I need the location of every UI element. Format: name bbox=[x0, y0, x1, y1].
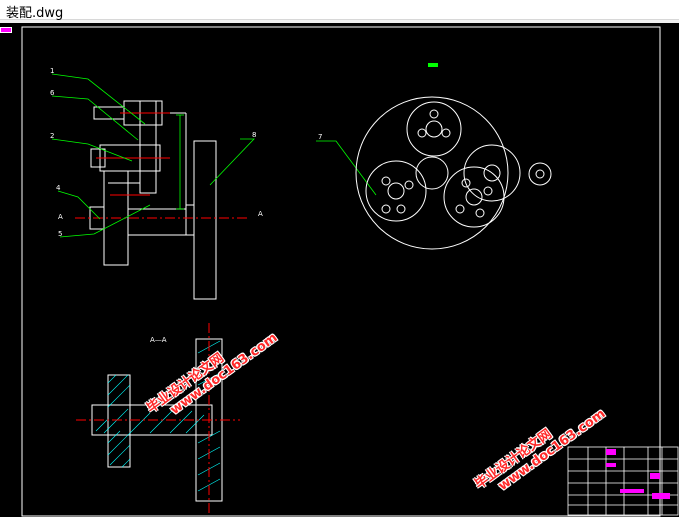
sun-gear bbox=[415, 156, 449, 190]
upper-shaft-stub bbox=[93, 106, 125, 120]
planet-gear-top bbox=[406, 101, 462, 157]
section-label: A—A bbox=[150, 336, 167, 344]
title-block bbox=[567, 446, 679, 516]
ring-gear-disc bbox=[193, 140, 217, 300]
section-hub bbox=[107, 374, 131, 468]
front-view bbox=[355, 96, 552, 250]
shaft-collar bbox=[185, 204, 195, 236]
leader-lines bbox=[51, 73, 377, 238]
callout-6: 6 bbox=[50, 89, 55, 97]
cut-label-right: A bbox=[258, 210, 263, 218]
callout-2: 2 bbox=[50, 132, 54, 140]
callout-1: 1 bbox=[50, 67, 54, 75]
drawing-canvas[interactable]: 1 6 2 4 5 8 7 A A bbox=[0, 23, 679, 517]
dimensions bbox=[176, 114, 184, 210]
small-gear bbox=[528, 162, 552, 186]
cad-drawing: 1 6 2 4 5 8 7 A A bbox=[21, 26, 679, 517]
title-bar: 装配.dwg bbox=[0, 0, 679, 21]
upper-carrier bbox=[139, 100, 157, 194]
output-shaft bbox=[127, 208, 187, 236]
ring-gear-outline bbox=[355, 96, 509, 250]
window-title: 装配.dwg bbox=[6, 6, 64, 21]
section-shaft bbox=[91, 404, 213, 436]
callout-7: 7 bbox=[318, 133, 322, 141]
cut-label-left: A bbox=[58, 213, 63, 221]
side-view bbox=[89, 100, 217, 300]
callout-labels: 1 6 2 4 5 8 7 A A bbox=[50, 67, 322, 238]
idler-gear bbox=[463, 144, 521, 202]
side-view-centerlines bbox=[75, 112, 250, 219]
planet-gear-left bbox=[365, 160, 427, 222]
callout-8: 8 bbox=[252, 131, 256, 139]
drawing-frame bbox=[21, 26, 661, 517]
view-marker bbox=[428, 63, 438, 67]
callout-4: 4 bbox=[56, 184, 61, 192]
callout-5: 5 bbox=[58, 230, 62, 238]
layout-marker bbox=[0, 27, 12, 33]
planet-gear-right bbox=[443, 166, 505, 228]
tab-strip bbox=[0, 20, 679, 23]
title-block-highlights bbox=[606, 449, 670, 499]
section-centerlines bbox=[76, 323, 240, 513]
